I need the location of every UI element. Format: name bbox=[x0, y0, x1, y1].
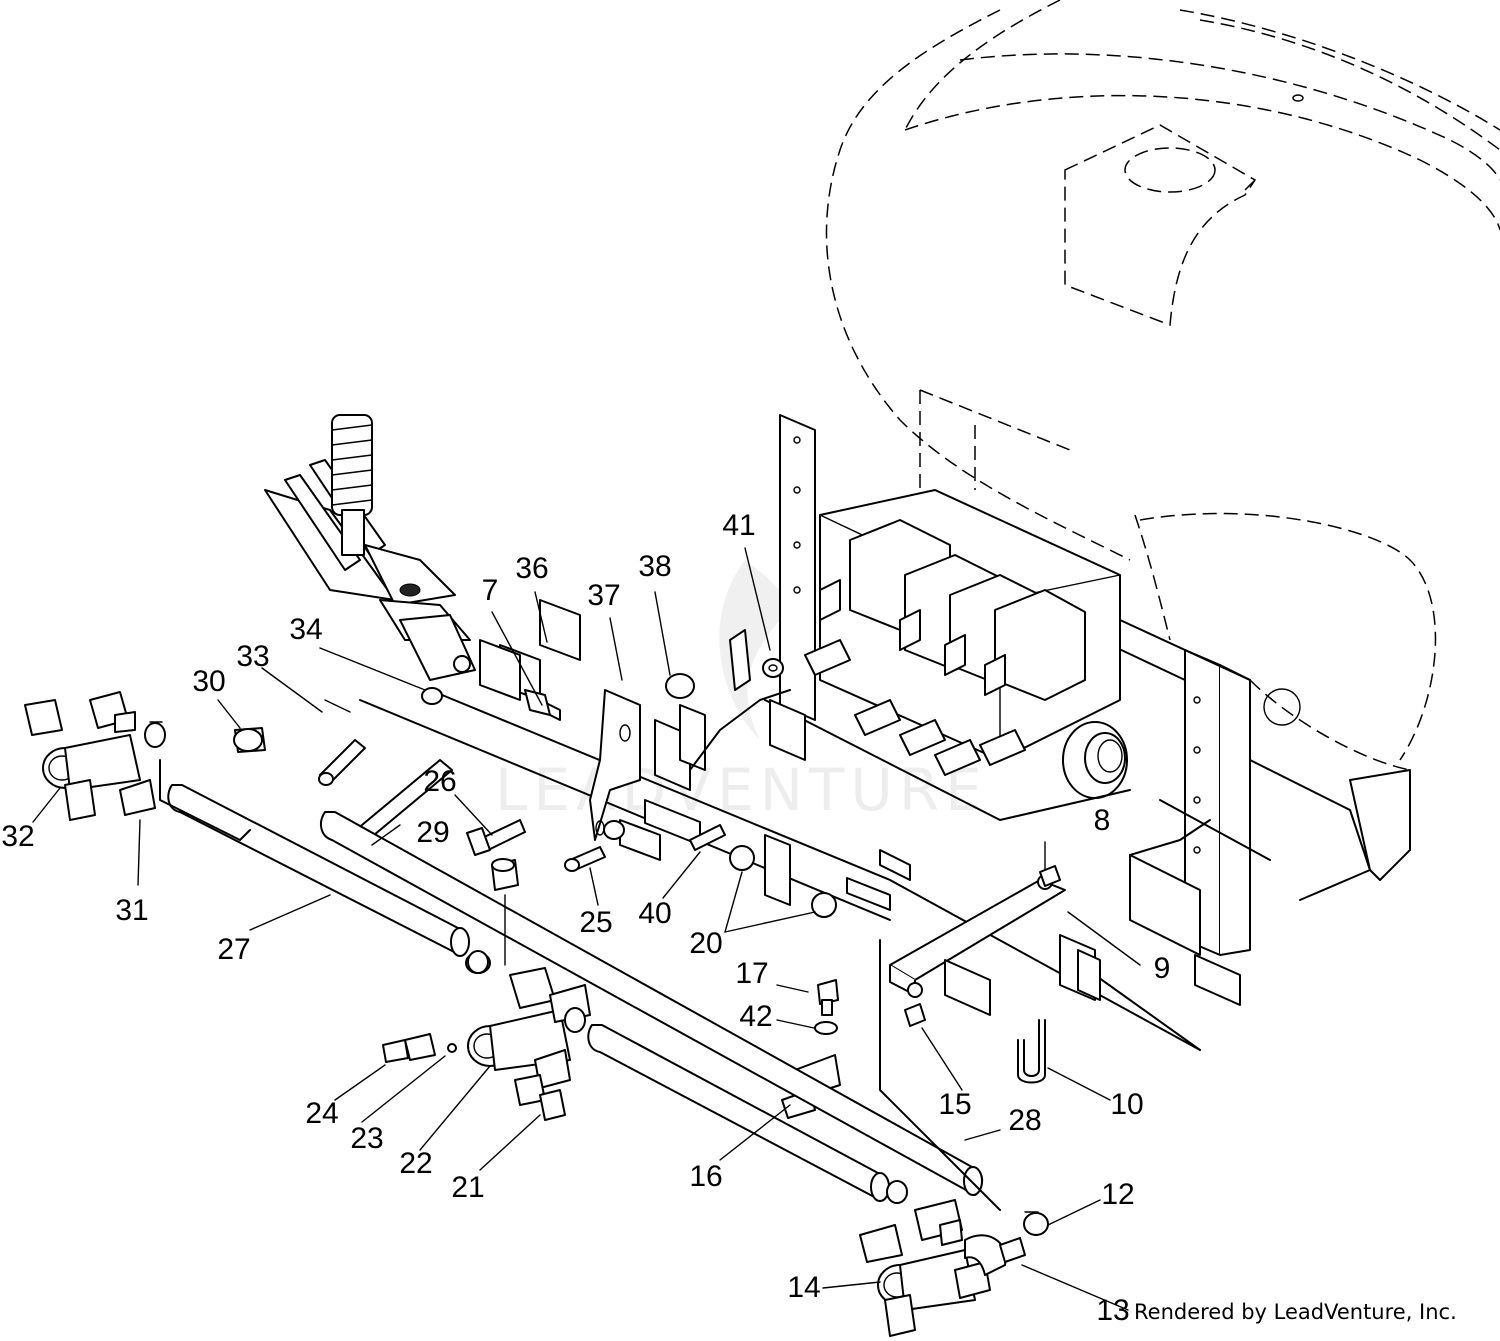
callout-14: 14 bbox=[787, 1271, 820, 1304]
callout-32: 32 bbox=[1, 820, 34, 853]
boom-valve-manifold bbox=[764, 489, 1131, 821]
callout-22: 22 bbox=[399, 1147, 432, 1180]
boom-tubes bbox=[159, 759, 1001, 1211]
callout-26: 26 bbox=[423, 765, 456, 798]
callout-25: 25 bbox=[579, 906, 612, 939]
frame-rails bbox=[359, 414, 1411, 1051]
callout-37: 37 bbox=[587, 579, 620, 612]
nozzle-body-left bbox=[24, 691, 166, 821]
render-credit: Rendered by LeadVenture, Inc. bbox=[1134, 1300, 1457, 1324]
callout-16: 16 bbox=[689, 1160, 722, 1193]
callout-7: 7 bbox=[482, 574, 499, 607]
pins-and-bushings bbox=[233, 629, 891, 918]
callout-42: 42 bbox=[739, 1000, 772, 1033]
callout-41: 41 bbox=[722, 509, 755, 542]
callout-12: 12 bbox=[1101, 1178, 1134, 1211]
mount-bracket bbox=[781, 849, 1101, 1119]
callout-36: 36 bbox=[515, 552, 548, 585]
callout-13: 13 bbox=[1096, 1294, 1129, 1327]
callout-28: 28 bbox=[1008, 1104, 1041, 1137]
callout-38: 38 bbox=[638, 550, 671, 583]
callout-40: 40 bbox=[638, 897, 671, 930]
callout-labels: 7 8 9 10 12 13 14 15 16 17 20 21 22 23 2… bbox=[1, 509, 1170, 1327]
callout-24: 24 bbox=[305, 1097, 338, 1130]
callout-15: 15 bbox=[938, 1088, 971, 1121]
nozzle-body-right bbox=[467, 950, 1049, 1337]
callout-17: 17 bbox=[735, 957, 768, 990]
callout-29: 29 bbox=[416, 816, 449, 849]
nozzle-body-center bbox=[382, 858, 591, 1121]
callout-33: 33 bbox=[236, 640, 269, 673]
callout-9: 9 bbox=[1154, 952, 1171, 985]
spray-tank-outline bbox=[825, 0, 1500, 771]
callout-23: 23 bbox=[350, 1122, 383, 1155]
leader-lines bbox=[32, 547, 1141, 1311]
callout-20: 20 bbox=[689, 927, 722, 960]
callout-10: 10 bbox=[1110, 1088, 1143, 1121]
callout-31: 31 bbox=[115, 894, 148, 927]
callout-27: 27 bbox=[217, 933, 250, 966]
watermark-text: LEADVENTURE bbox=[495, 756, 988, 824]
callout-30: 30 bbox=[192, 665, 225, 698]
callout-21: 21 bbox=[451, 1171, 484, 1204]
callout-34: 34 bbox=[289, 613, 322, 646]
callout-8: 8 bbox=[1094, 804, 1111, 837]
